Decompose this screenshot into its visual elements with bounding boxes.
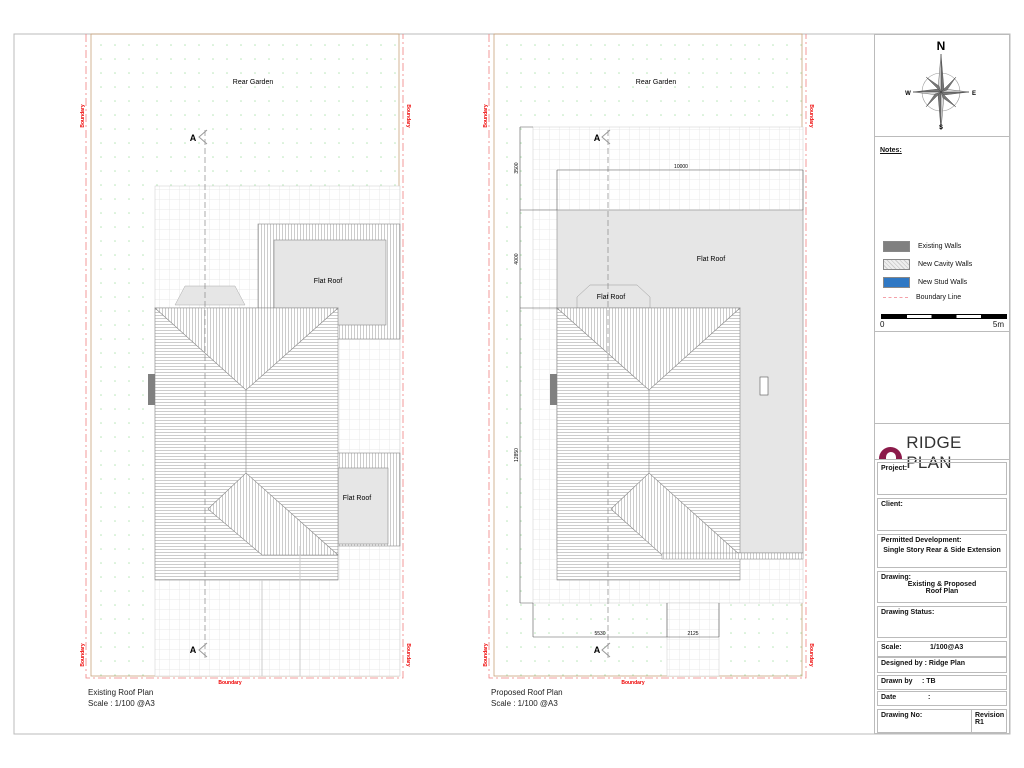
- compass-south: S: [939, 125, 943, 131]
- plan-scale: Scale : 1/100 @A3: [491, 699, 558, 708]
- section-marker: A: [594, 133, 601, 143]
- plan-title: Proposed Roof Plan: [491, 688, 563, 697]
- scale-field: Scale:1/100@A3: [877, 641, 1007, 657]
- existing-roof-plan: Rear Garden Flat Roof Flat Roof A A Boun…: [80, 33, 411, 686]
- boundary-label: Boundary: [483, 104, 489, 128]
- boundary-line-swatch: [883, 297, 908, 298]
- dimension-label: 2125: [687, 631, 698, 637]
- new-stud-walls-swatch: [883, 277, 910, 288]
- date-field: Date:: [877, 691, 1007, 706]
- boundary-label: Boundary: [405, 104, 411, 128]
- dimension-label: 4000: [514, 253, 520, 264]
- rear-garden-label: Rear Garden: [233, 79, 274, 86]
- boundary-label: Boundary: [808, 643, 814, 667]
- boundary-label: Boundary: [483, 643, 489, 667]
- dimension-label: 10000: [674, 164, 688, 170]
- proposed-roof-plan: 10000 3500 4000 12850 5530 2125 Rear Gar…: [483, 33, 814, 686]
- drawn-by-field: Drawn by: TB: [877, 675, 1007, 690]
- compass-west: W: [905, 91, 911, 97]
- plan-title: Existing Roof Plan: [88, 688, 154, 697]
- section-marker: A: [190, 645, 197, 655]
- notes-label: Notes:: [880, 147, 902, 154]
- legend-label: Existing Walls: [918, 243, 962, 250]
- ridge-plan-logo: RIDGE PLAN: [879, 433, 1009, 473]
- boundary-label: Boundary: [621, 680, 645, 686]
- existing-walls-swatch: [883, 241, 910, 252]
- legend-label: Boundary Line: [916, 294, 962, 301]
- permitted-development-field: Permitted Development:Single Story Rear …: [877, 534, 1007, 568]
- rooflight-icon: [759, 376, 769, 396]
- logo-arch-icon: [879, 446, 903, 460]
- dimension-label: 3500: [514, 162, 520, 173]
- flat-roof-label: Flat Roof: [343, 495, 371, 502]
- boundary-label: Boundary: [405, 643, 411, 667]
- drawing-status-field: Drawing Status:: [877, 606, 1007, 638]
- dimension-label: 5530: [594, 631, 605, 637]
- title-block: Notes: Existing Walls New Cavity Walls N…: [874, 34, 1010, 734]
- new-cavity-walls-swatch: [883, 259, 910, 270]
- legend-label: New Stud Walls: [918, 279, 968, 286]
- section-marker: A: [190, 133, 197, 143]
- section-marker: A: [594, 645, 601, 655]
- flat-roof-label: Flat Roof: [697, 256, 725, 263]
- dimension-label: 12850: [514, 448, 520, 462]
- boundary-label: Boundary: [808, 104, 814, 128]
- client-field: Client:: [877, 498, 1007, 531]
- compass-east: E: [972, 91, 976, 97]
- project-field: Project:: [877, 462, 1007, 495]
- designed-by-field: Designed by : Ridge Plan: [877, 657, 1007, 673]
- scale-bar: [881, 314, 1007, 319]
- flat-roof-label: Flat Roof: [314, 278, 342, 285]
- boundary-label: Boundary: [218, 680, 242, 686]
- plan-scale: Scale : 1/100 @A3: [88, 699, 155, 708]
- boundary-label: Boundary: [80, 104, 86, 128]
- rear-garden-label: Rear Garden: [636, 79, 677, 86]
- legend-label: New Cavity Walls: [918, 261, 973, 268]
- proposed-plan-caption: Proposed Roof Plan Scale : 1/100 @A3: [491, 687, 563, 709]
- compass-north: N: [937, 39, 946, 53]
- compass-rose-icon: [912, 53, 970, 131]
- existing-plan-caption: Existing Roof Plan Scale : 1/100 @A3: [88, 687, 155, 709]
- scale-bar-start: 0: [880, 320, 885, 329]
- boundary-label: Boundary: [80, 643, 86, 667]
- flat-roof-label: Flat Roof: [597, 294, 625, 301]
- scale-bar-end: 5m: [992, 320, 1004, 329]
